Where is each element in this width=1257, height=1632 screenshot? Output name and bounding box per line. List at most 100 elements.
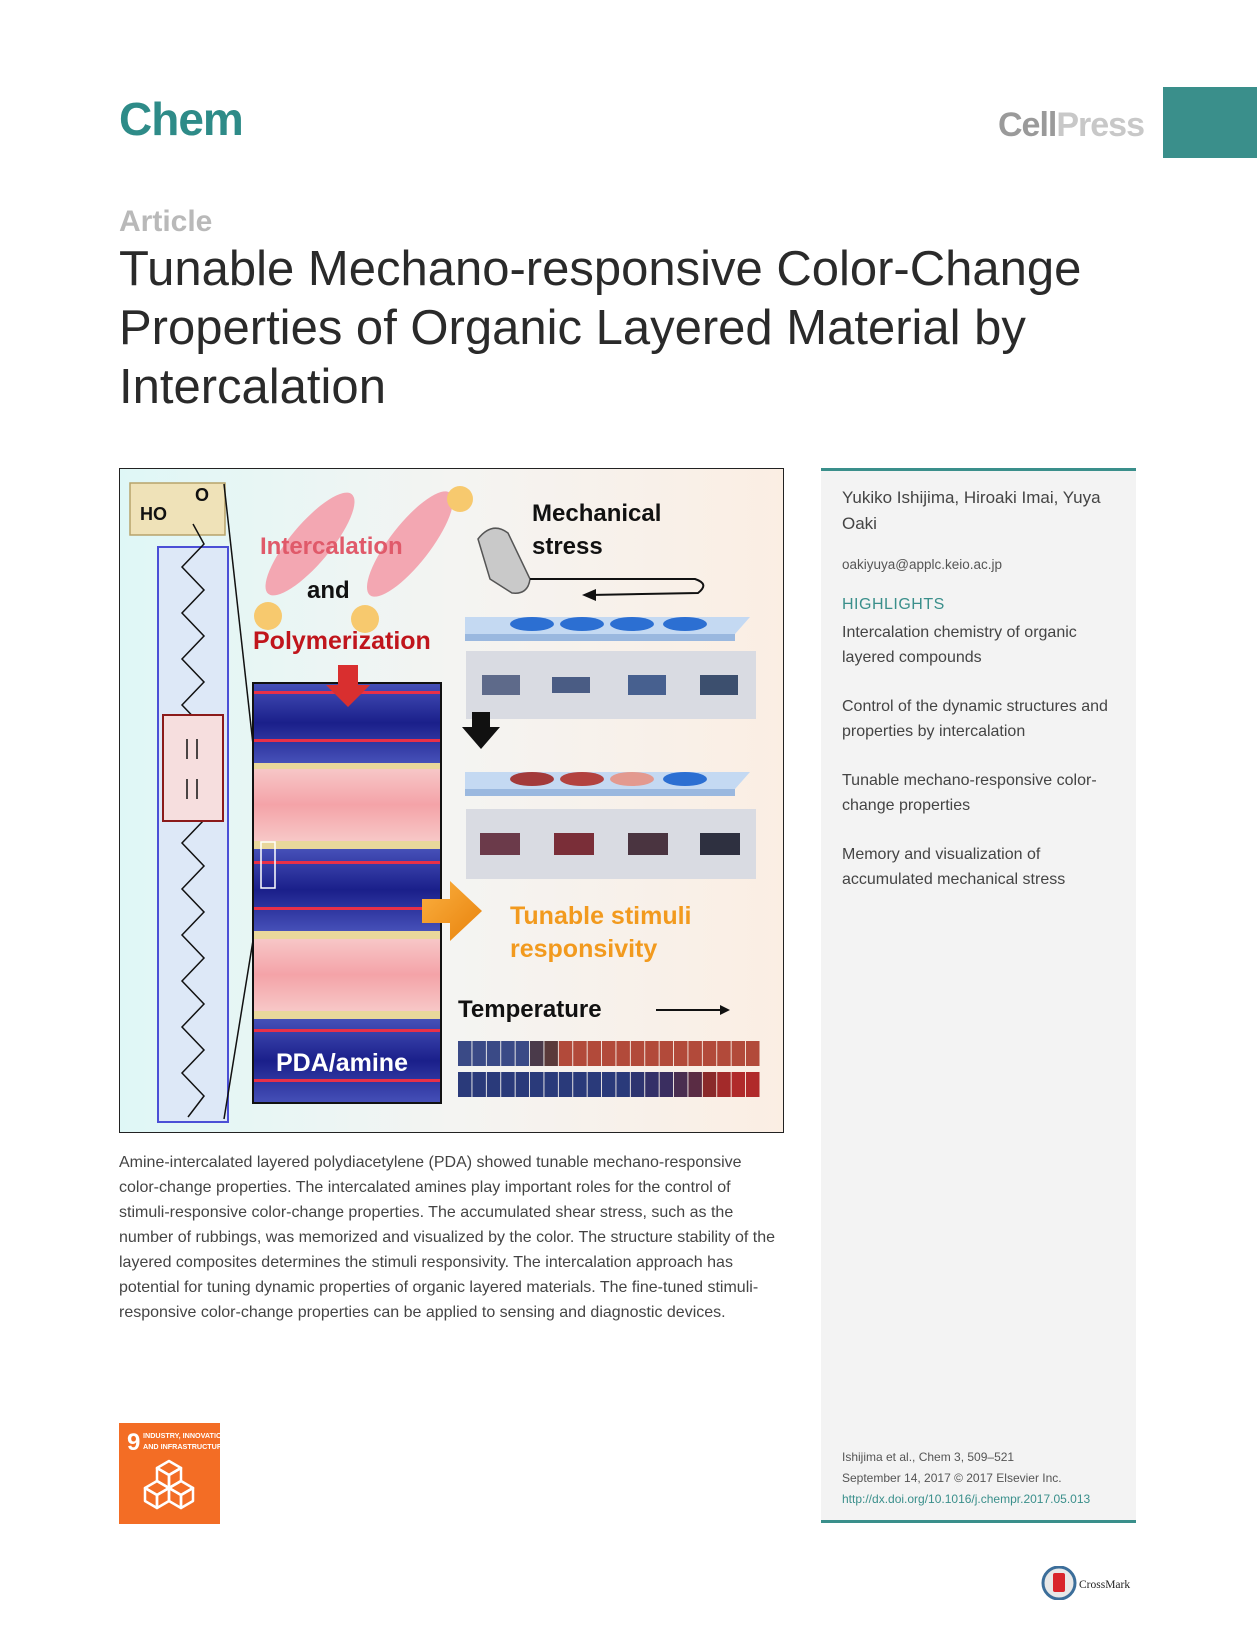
photo-2-mark-4 [700, 833, 740, 855]
temperature-cell [544, 1041, 558, 1066]
corresponding-email[interactable]: oakiyuya@applc.keio.ac.jp [842, 557, 1003, 572]
author-list: Yukiko Ishijima, Hiroaki Imai, Yuya Oaki [842, 488, 1101, 533]
mechanical-label: Mechanical [532, 500, 661, 527]
red-line-2 [253, 739, 441, 742]
temperature-cell [630, 1041, 645, 1066]
temperature-cell [659, 1072, 674, 1097]
cubes-icon [143, 1459, 195, 1510]
temperature-cell [746, 1041, 760, 1066]
photo-2-mark-1 [480, 833, 520, 855]
sdg-number: 9 [127, 1429, 140, 1456]
temperature-cell [515, 1072, 530, 1097]
temperature-cell [731, 1041, 746, 1066]
crossmark-badge[interactable]: CrossMark [1041, 1565, 1141, 1601]
crystal-red-2 [560, 772, 604, 786]
abstract-text: Amine-intercalated layered polydiacetyle… [119, 1154, 776, 1321]
spacer-4 [253, 1011, 441, 1019]
crystal-red-1 [510, 772, 554, 786]
journal-logo: Chem [119, 93, 244, 145]
pda-amine-label: PDA/amine [276, 1049, 408, 1077]
temperature-cell [515, 1041, 530, 1066]
sdg-badge-svg: 9 INDUSTRY, INNOVATION AND INFRASTRUCTUR… [127, 1429, 227, 1510]
tunable-label-1: Tunable stimuli [510, 902, 692, 930]
photo-1-mark-3 [628, 675, 666, 695]
crystal-blue-2 [560, 617, 604, 631]
highlight-item: Memory and visualization of accumulated … [842, 846, 1066, 888]
crystal-blue-3 [610, 617, 654, 631]
amine-head-top [447, 486, 473, 512]
photo-1-mark-4 [700, 675, 738, 695]
o-label: O [195, 485, 209, 505]
temperature-cell [458, 1041, 472, 1066]
temperature-cell [702, 1041, 717, 1066]
crossmark-svg: CrossMark [1041, 1565, 1130, 1601]
doi-link[interactable]: http://dx.doi.org/10.1016/j.chempr.2017.… [842, 1492, 1091, 1506]
red-line-6 [253, 1079, 441, 1082]
highlights-heading: HIGHLIGHTS [842, 596, 945, 613]
amine-head-left [254, 602, 282, 630]
temperature-cell [486, 1041, 501, 1066]
spacer-2 [253, 841, 441, 849]
orange-arrow [422, 881, 482, 941]
temperature-cell [587, 1041, 602, 1066]
temperature-cell [602, 1072, 616, 1097]
temperature-strip-1 [458, 1041, 760, 1066]
temperature-cell [558, 1072, 573, 1097]
temperature-cell [674, 1072, 688, 1097]
pink-band-1 [253, 769, 441, 841]
zoom-marker [260, 841, 276, 889]
temperature-cell [645, 1041, 659, 1066]
temperature-cell [630, 1072, 645, 1097]
publisher-logo-part2: Press [1056, 106, 1145, 144]
temperature-cell [717, 1041, 731, 1066]
temperature-cell [501, 1072, 515, 1097]
headgroup-box [129, 482, 226, 536]
citation-line-2: September 14, 2017 © 2017 Elsevier Inc. [842, 1471, 1062, 1485]
tunable-label-2: responsivity [510, 935, 657, 963]
temperature-cell [587, 1072, 602, 1097]
layer-stack [252, 682, 442, 1104]
substrate-top-2 [465, 772, 750, 789]
temperature-cell [458, 1072, 472, 1097]
temperature-cell [472, 1041, 486, 1066]
spacer-1 [253, 763, 441, 769]
temperature-cell [501, 1041, 515, 1066]
temperature-cell [573, 1041, 587, 1066]
sdg-line-1: INDUSTRY, INNOVATION [143, 1431, 220, 1440]
blue-band-3 [253, 1019, 441, 1103]
temperature-cell [558, 1041, 573, 1066]
photo-2-mark-3 [628, 833, 668, 855]
crystal-blue-5 [663, 772, 707, 786]
highlight-item: Tunable mechano-responsive color-change … [842, 772, 1097, 814]
graphical-abstract-svg: HO O Intercalation and Polymerization [120, 469, 783, 1132]
temperature-cell [486, 1072, 501, 1097]
temperature-cell [688, 1041, 702, 1066]
temperature-cell [616, 1072, 630, 1097]
crossmark-bookmark [1053, 1573, 1065, 1592]
sidebar: Yukiko Ishijima, Hiroaki Imai, Yuya Oaki… [821, 468, 1136, 1523]
photo-1-mark-2 [552, 677, 590, 693]
ho-label: HO [140, 504, 167, 524]
crystal-pink-3 [610, 772, 654, 786]
blue-crystals [510, 617, 707, 631]
temperature-cell [472, 1072, 486, 1097]
chain-column [157, 546, 229, 1123]
diyne-box [162, 714, 224, 822]
temperature-cell [530, 1041, 544, 1066]
temperature-cell [674, 1041, 688, 1066]
temperature-cell [688, 1072, 702, 1097]
sdg-line-2: AND INFRASTRUCTURE [143, 1442, 220, 1451]
rubbing-path [530, 578, 705, 596]
substrate-top-1 [465, 617, 750, 634]
temperature-cell [602, 1041, 616, 1066]
substrate-side-1 [465, 634, 735, 641]
temperature-cell [659, 1041, 674, 1066]
substrate-side-2 [465, 789, 735, 796]
and-label: and [307, 577, 350, 604]
temperature-cell [702, 1072, 717, 1097]
pink-band-2 [253, 939, 441, 1011]
graphical-abstract: HO O Intercalation and Polymerization [119, 468, 784, 1133]
spacer-3 [253, 931, 441, 939]
crystal-blue-4 [663, 617, 707, 631]
highlights-list: Intercalation chemistry of organic layer… [842, 620, 1127, 916]
